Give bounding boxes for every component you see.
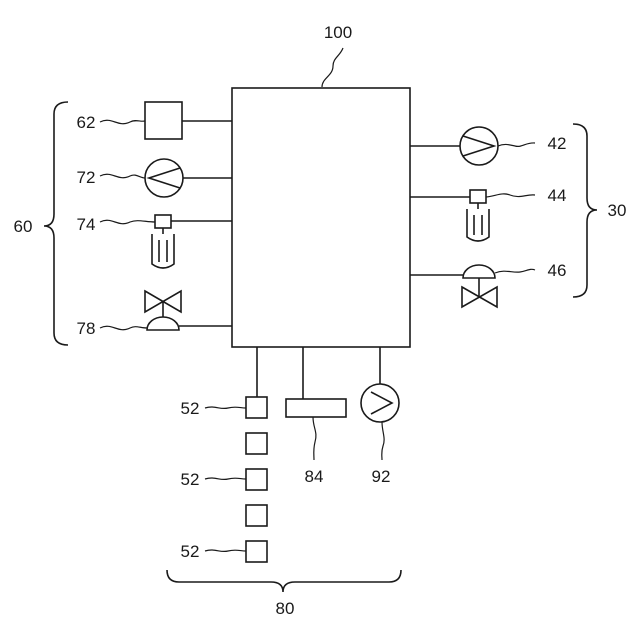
sensor-74-icon [152,215,174,268]
valve-78-icon [145,291,181,330]
controller-block: 100 [232,23,410,347]
brace-60 [44,102,68,345]
sensor-44-icon [467,190,489,241]
label-74: 74 [77,215,96,234]
component-62-box [145,102,182,139]
label-62: 62 [77,113,96,132]
label-92: 92 [372,467,391,486]
brace-30 [573,124,597,297]
unit-52-bot [246,541,267,562]
left-group: 62 72 74 78 60 [14,102,232,345]
label-42: 42 [548,134,567,153]
bottom-group: 52 52 52 84 92 80 [167,347,401,618]
label-100: 100 [324,23,352,42]
label-46: 46 [548,261,567,280]
unit-52-top [246,397,267,418]
label-44: 44 [548,186,567,205]
label-52-mid: 52 [181,470,200,489]
unit-box-2 [246,433,267,454]
pump-72-icon [145,159,183,197]
unit-box-4 [246,505,267,526]
pump-92-icon [361,384,399,422]
unit-52-mid [246,469,267,490]
pump-42-icon [460,127,498,165]
label-30: 30 [608,201,627,220]
brace-80 [167,570,401,592]
label-60: 60 [14,217,33,236]
label-78: 78 [77,319,96,338]
label-84: 84 [305,467,324,486]
valve-46-icon [462,265,497,307]
label-72: 72 [77,168,96,187]
right-group: 42 44 46 30 [410,124,626,307]
bar-84 [286,399,346,417]
label-80: 80 [276,599,295,618]
label-52-bot: 52 [181,542,200,561]
label-52-top: 52 [181,399,200,418]
